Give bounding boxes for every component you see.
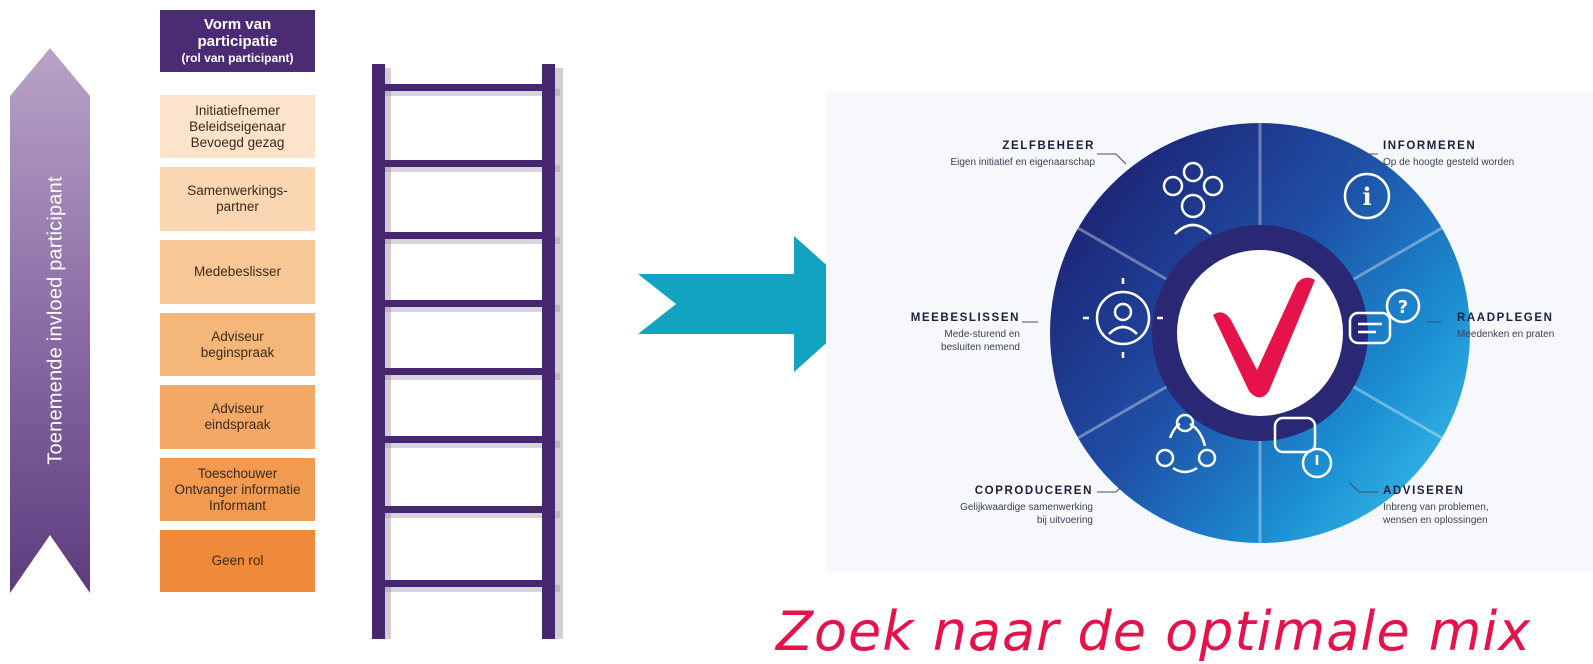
segment-desc-line: wensen en oplossingen <box>1383 515 1488 526</box>
segment-desc-line: Gelijkwaardige samenwerking <box>960 502 1093 513</box>
segment-label-coproduceren: COPRODUCEREN Gelijkwaardige samenwerking… <box>915 485 1093 527</box>
checkmark-icon <box>1213 277 1315 398</box>
ladder-rung <box>380 580 550 587</box>
participation-level: Geen rol <box>160 530 315 592</box>
level-text-line: Geen rol <box>211 553 264 568</box>
ladder-rung <box>380 84 550 91</box>
segment-label-raadplegen: RAADPLEGEN Meedenken en praten <box>1457 312 1593 341</box>
header-line: Vorm van <box>203 15 272 33</box>
ladder-rung-shadow <box>385 237 560 244</box>
ladder-rung <box>380 436 550 443</box>
segment-title: ADVISEREN <box>1383 485 1465 497</box>
level-text-line: beginspraak <box>200 344 275 360</box>
segment-desc-line: bij uitvoering <box>1036 515 1093 526</box>
transition-arrow <box>624 232 874 377</box>
thumbs-up-alert-icon <box>1273 416 1333 479</box>
person-compass-icon <box>1083 278 1163 358</box>
level-text-line: Adviseur <box>211 328 264 344</box>
participation-wheel: i ? <box>1035 108 1485 558</box>
level-text-line: Bevoegd gezag <box>190 134 285 150</box>
participation-level: Medebeslisser <box>160 240 315 304</box>
ladder-rung <box>380 506 550 513</box>
ladder-rung <box>380 160 550 167</box>
ladder-rung-shadow <box>385 89 560 96</box>
header-subline: (rol van participant) <box>181 50 294 65</box>
question-chat-icon <box>1348 288 1421 345</box>
svg-text:i: i <box>1362 182 1371 211</box>
segment-dividers <box>1077 123 1443 543</box>
segment-label-adviseren: ADVISEREN Inbreng van problemen, wensen … <box>1383 485 1583 527</box>
segment-desc: Gelijkwaardige samenwerking bij uitvoeri… <box>915 501 1093 527</box>
segment-desc: Inbreng van problemen, wensen en oplossi… <box>1383 501 1583 527</box>
segment-desc-line: besluiten nemend <box>941 342 1020 353</box>
ladder-rung-shadow <box>385 305 560 312</box>
segment-desc: Meedenken en praten <box>1457 329 1555 340</box>
level-text-line: Toeschouwer <box>197 465 278 481</box>
table-header: Vorm van participatie (rol van participa… <box>160 10 315 72</box>
level-text-line: Beleidseigenaar <box>189 118 286 134</box>
ladder-rung-shadow <box>385 373 560 380</box>
ladder-rung <box>380 300 550 307</box>
ladder-rung <box>380 368 550 375</box>
ladder-rung-shadow <box>385 165 560 172</box>
segment-desc: Op de hoogte gesteld worden <box>1383 157 1515 168</box>
ladder-illustration <box>360 60 600 639</box>
segment-title: INFORMEREN <box>1383 140 1477 152</box>
level-text-line: Samenwerkings- <box>187 183 288 198</box>
header-line: participatie <box>197 32 278 50</box>
segment-label-meebeslissen: MEEBESLISSEN Mede-sturend en besluiten n… <box>900 312 1020 354</box>
segment-desc: Eigen initiatief en eigenaarschap <box>950 157 1095 168</box>
ladder-icon <box>372 64 563 639</box>
level-text-line: Initiatiefnemer <box>195 102 280 118</box>
level-text-line: Medebeslisser <box>193 264 282 279</box>
level-text-line: partner <box>216 199 259 214</box>
segment-label-informeren: INFORMEREN Op de hoogte gesteld worden <box>1383 140 1583 169</box>
level-text-line: Adviseur <box>211 401 264 416</box>
question-mark-icon: ? <box>1398 297 1408 318</box>
segment-title: ZELFBEHEER <box>1002 140 1095 152</box>
segment-label-zelfbeheer: ZELFBEHEER Eigen initiatief en eigenaars… <box>915 140 1095 169</box>
segment-title: COPRODUCEREN <box>974 485 1093 497</box>
ladder-rung-shadow <box>385 441 560 448</box>
segment-title: RAADPLEGEN <box>1457 312 1554 324</box>
people-network-icon <box>1162 161 1224 235</box>
level-text-line: eindspraak <box>204 417 271 432</box>
right-arrow-icon <box>638 236 870 372</box>
segment-desc-line: Inbreng van problemen, <box>1383 502 1489 513</box>
slogan-text: Zoek naar de optimale mix <box>776 600 1532 663</box>
participation-level: Samenwerkings-partner <box>160 167 315 231</box>
up-arrow-icon <box>10 48 90 593</box>
influence-label: Toenemende invloed participant <box>44 176 67 465</box>
ladder-rung <box>380 232 550 239</box>
segment-title: MEEBESLISSEN <box>910 312 1020 324</box>
cycle-people-icon <box>1155 413 1217 474</box>
segment-desc-line: Mede-sturend en <box>944 329 1020 340</box>
segment-desc: Mede-sturend en besluiten nemend <box>900 328 1020 354</box>
ladder-rung-shadow <box>385 511 560 518</box>
ladder-rung-shadow <box>385 585 560 592</box>
info-icon: i <box>1343 172 1391 220</box>
level-text-line: Informant <box>208 497 267 513</box>
influence-arrow: Toenemende invloed participant <box>8 48 92 593</box>
level-text-line: Ontvanger informatie <box>174 481 301 497</box>
label-connectors <box>1022 153 1441 493</box>
